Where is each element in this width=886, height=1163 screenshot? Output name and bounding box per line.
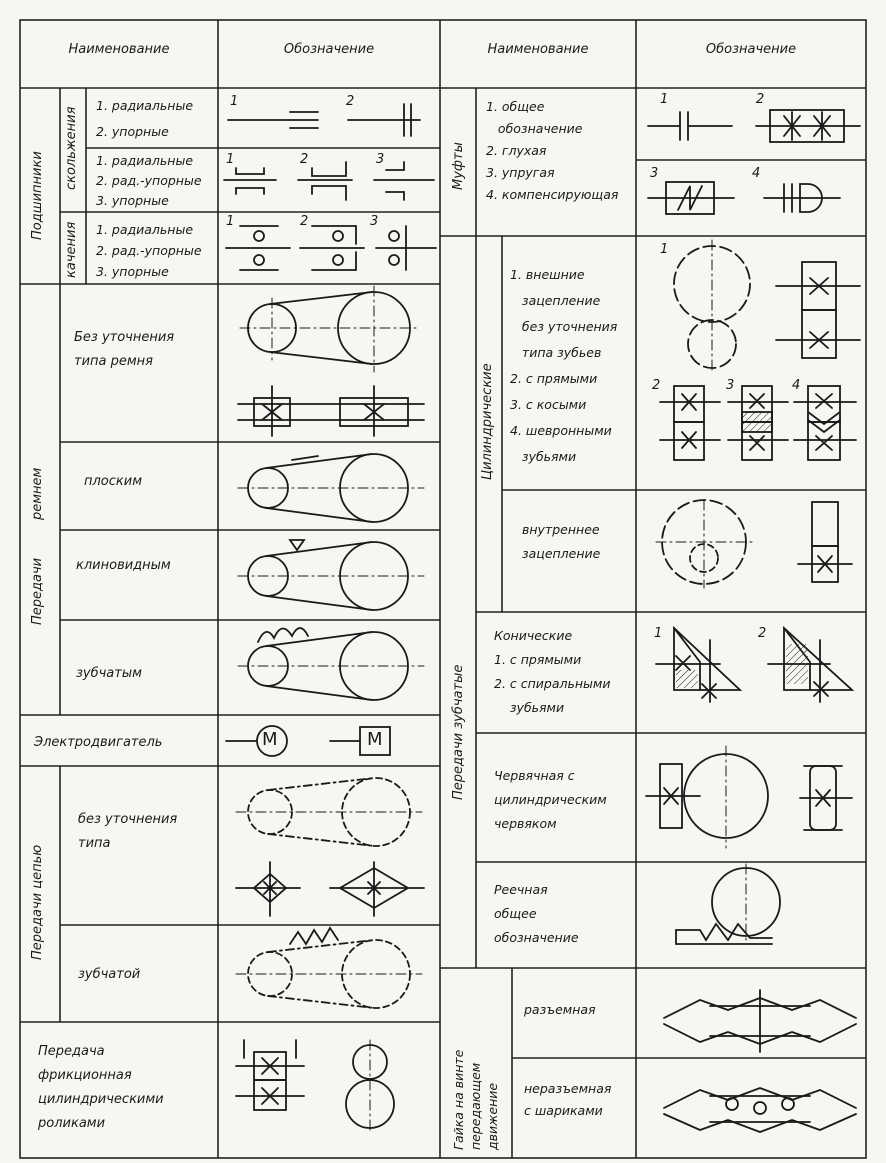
chain-row-generic: без уточнения типа [78, 812, 178, 851]
bearing-sliding-angular-symbol [297, 161, 353, 201]
bearing-sliding-row2-item3: 3. упорные [96, 193, 169, 208]
screw-nut-split: разъемная [524, 1002, 596, 1017]
screw-nut-split-symbol [663, 989, 857, 1053]
gears-bevel: Конические 1. с прямыми 2. с спиральными… [494, 628, 611, 715]
chain-generic-symbol [235, 777, 425, 917]
coupling-general-symbol [647, 111, 733, 141]
gear-helical-symbol [727, 385, 789, 461]
belt-row-generic: Без уточнения типа ремня [74, 330, 175, 369]
gears-cylindrical-external: 1. внешние зацепление без уточнения типа… [510, 267, 618, 464]
header-right-name: Наименование [487, 42, 589, 57]
gears-cylindrical-internal: внутреннее зацепление [522, 522, 601, 561]
bearing-sliding-radial-symbol [223, 167, 277, 195]
gear-rack-symbol [675, 863, 781, 945]
motor-label: Электродвигатель [34, 735, 163, 750]
num-3: 3 [376, 152, 385, 167]
gear-internal-symbol [655, 499, 853, 589]
bearing-rolling-item1: 1. радиальные [96, 222, 194, 237]
num-4: 4 [752, 166, 761, 181]
num-1: 1 [654, 626, 663, 641]
motor-letter-circle: М [262, 729, 278, 750]
coupling-rigid-symbol [755, 109, 861, 143]
motor-symbol-circle [225, 725, 288, 757]
bearing-radial-symbol [227, 111, 319, 129]
num-3: 3 [370, 214, 379, 229]
num-2: 2 [346, 94, 355, 109]
num-4: 4 [792, 378, 801, 393]
num-2: 2 [300, 152, 309, 167]
header-left-name: Наименование [68, 42, 170, 57]
num-3: 3 [650, 166, 659, 181]
bearing-sliding-row2-item1: 1. радиальные [96, 153, 194, 168]
bearing-sliding-row2-item2: 2. рад.-упорные [96, 173, 202, 188]
gears-rack: Реечная общее обозначение [494, 882, 579, 945]
bearing-rolling-thrust-symbol [375, 225, 437, 271]
bearing-rolling-radial-symbol [225, 225, 291, 271]
screw-nut-ball: неразъемная с шариками [524, 1081, 612, 1118]
belt-vbelt-symbol [237, 539, 425, 611]
gear-bevel-straight-symbol [655, 625, 743, 703]
num-1: 1 [660, 242, 669, 257]
num-1: 1 [660, 92, 669, 107]
chain-row-toothed: зубчатой [78, 967, 141, 982]
belt-toothed-symbol [237, 627, 425, 701]
header-right-symbol: Обозначение [705, 42, 797, 57]
num-2: 2 [758, 626, 767, 641]
bearing-rolling-item3: 3. упорные [96, 264, 169, 279]
motor-symbol-square [329, 726, 391, 756]
num-2: 2 [652, 378, 661, 393]
friction-symbol [235, 1039, 395, 1131]
chain-toothed-symbol [235, 926, 423, 1009]
bearing-rolling-item2: 2. рад.-упорные [96, 243, 202, 258]
num-1: 1 [226, 152, 235, 167]
num-2: 2 [756, 92, 765, 107]
gear-spur-symbol [659, 385, 721, 461]
bearing-sliding-row1-item1: 1. радиальные [96, 98, 194, 113]
bearing-thrust-symbol [347, 103, 421, 137]
header-left-symbol: Обозначение [283, 42, 375, 57]
belt-generic-symbol [237, 285, 425, 437]
gear-external-symbol [673, 239, 861, 373]
belt-flat-symbol [237, 453, 425, 523]
gear-bevel-spiral-symbol [767, 625, 855, 703]
gears-worm: Червячная с цилиндрическим червяком [494, 768, 607, 831]
num-1: 1 [226, 214, 235, 229]
couplings-items: 1. общее обозначение 2. глухая 3. упруга… [486, 99, 619, 202]
friction-label: Передача фрикционная цилиндрическими рол… [38, 1044, 164, 1131]
coupling-compensating-symbol [763, 183, 841, 213]
gear-worm-symbol [645, 745, 853, 849]
belt-row-flat: плоским [84, 474, 143, 489]
num-3: 3 [726, 378, 735, 393]
motor-letter-square: М [367, 729, 383, 750]
num-2: 2 [300, 214, 309, 229]
screw-nut-ball-symbol [663, 1087, 857, 1133]
coupling-elastic-symbol [647, 181, 735, 215]
bearing-sliding-thrust-symbol [373, 161, 435, 201]
bearing-rolling-angular-symbol [299, 225, 365, 271]
belt-row-vbelt: клиновидным [76, 558, 171, 573]
bearing-sliding-row1-item2: 2. упорные [96, 124, 169, 139]
gear-herringbone-symbol [793, 385, 857, 461]
num-1: 1 [230, 94, 239, 109]
belt-row-toothed: зубчатым [76, 666, 142, 681]
